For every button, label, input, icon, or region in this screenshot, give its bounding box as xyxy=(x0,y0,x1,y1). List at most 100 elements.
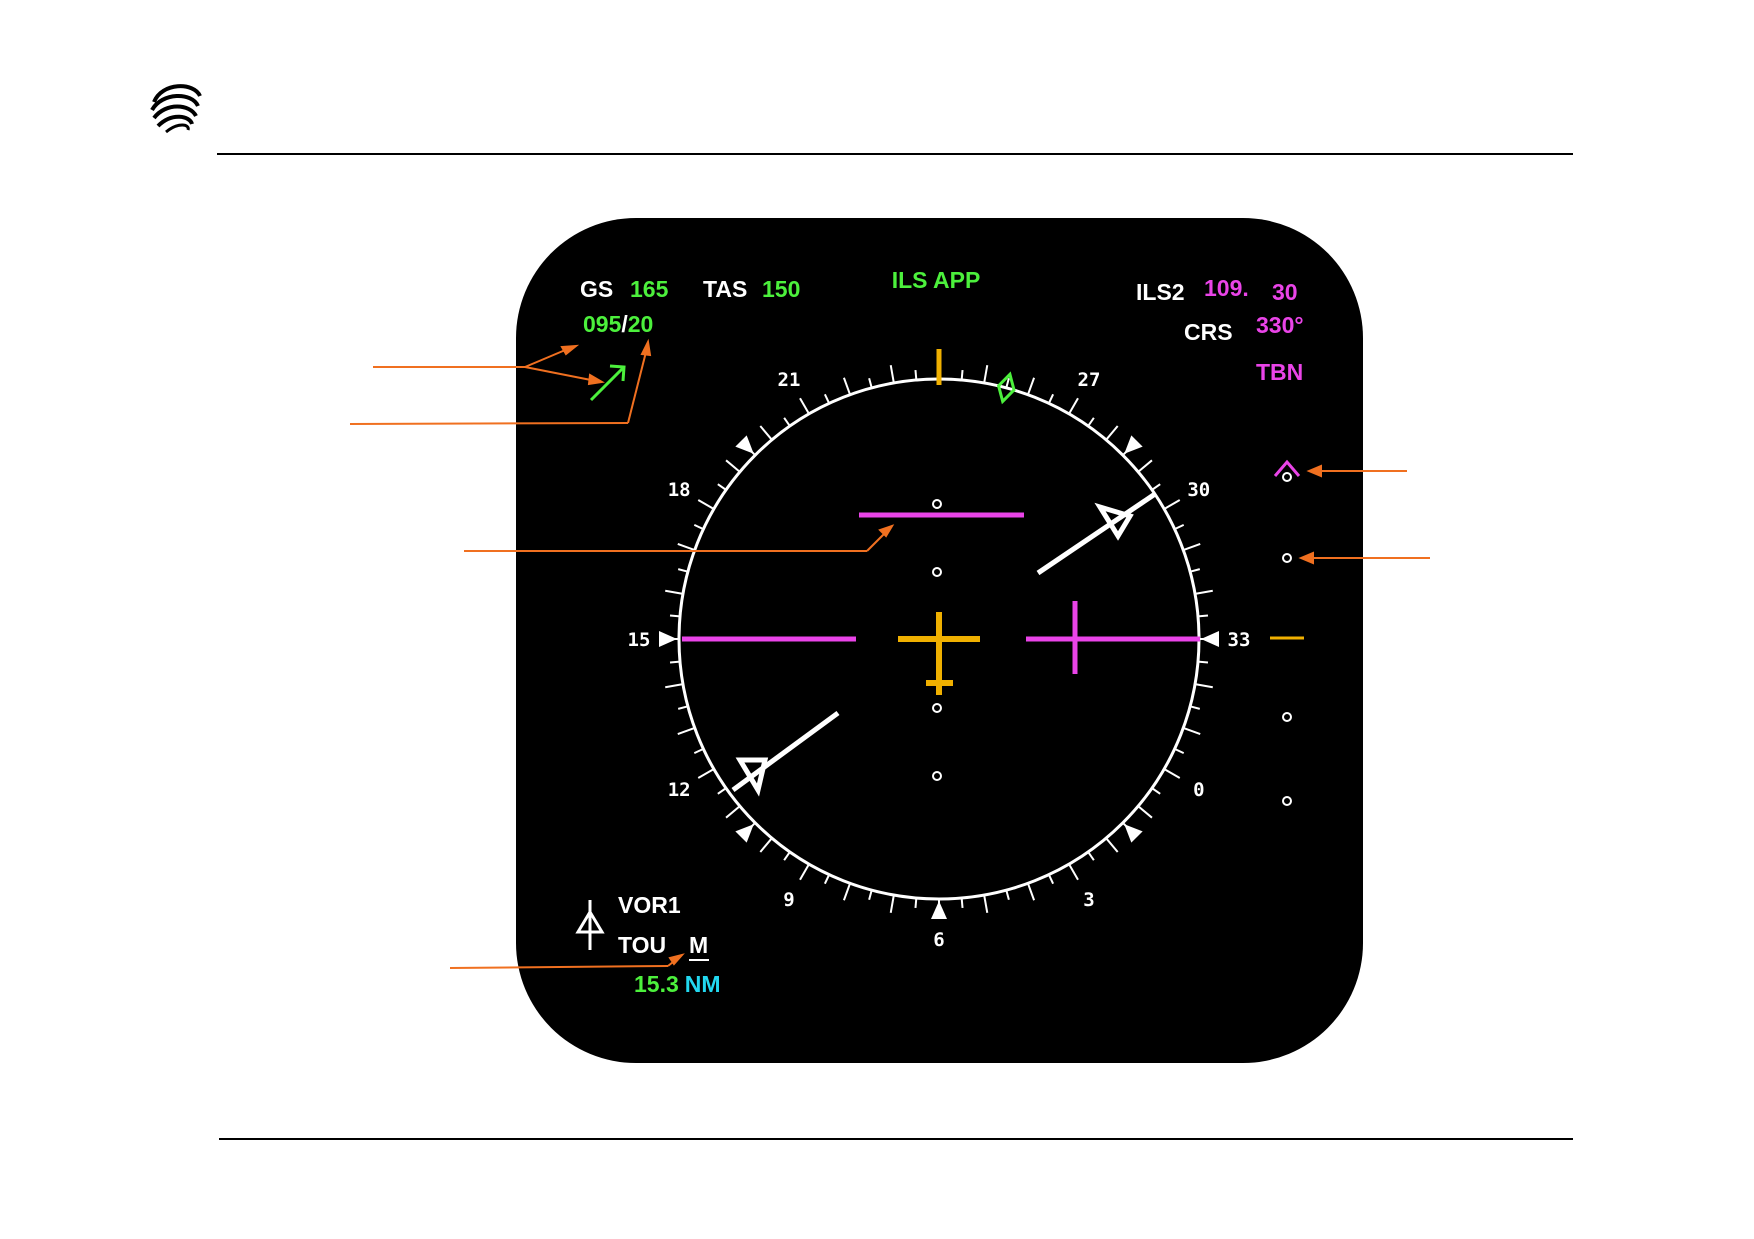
compass-tick xyxy=(823,874,831,885)
wind-readout: 095/20 xyxy=(583,311,653,337)
compass-tick xyxy=(1105,425,1119,441)
aircraft-symbol-icon xyxy=(898,612,980,695)
compass-tick xyxy=(717,483,727,491)
vor-symbol-icon xyxy=(575,900,605,950)
compass-tick xyxy=(868,889,873,901)
compass-tick xyxy=(677,705,689,710)
station-ident: TBN xyxy=(1256,359,1303,385)
compass-label: 3 xyxy=(1083,889,1094,911)
compass-tick xyxy=(1151,787,1161,795)
annotation-leaders xyxy=(349,338,1430,969)
compass-tick xyxy=(759,425,773,441)
compass-index-mark xyxy=(1124,824,1143,843)
compass-tick xyxy=(889,894,895,913)
compass-tick xyxy=(1174,747,1185,755)
compass-tick xyxy=(1026,882,1036,901)
compass-tick xyxy=(914,897,918,909)
compass-tick xyxy=(1047,393,1055,404)
compass-tick xyxy=(842,377,852,396)
compass-tick xyxy=(1182,726,1201,736)
compass-tick xyxy=(1005,377,1010,389)
compass-label: 33 xyxy=(1228,629,1251,651)
crs-value: 330° xyxy=(1256,312,1304,338)
compass-tick xyxy=(783,851,791,861)
compass-tick xyxy=(983,365,989,384)
vor-bearing-tail-icon xyxy=(731,710,840,797)
compass-tick xyxy=(665,683,684,689)
tas-label: TAS xyxy=(703,276,747,302)
compass-tick xyxy=(889,365,895,384)
tas-value: 150 xyxy=(762,276,800,302)
compass-tick xyxy=(799,863,810,881)
compass-tick xyxy=(725,805,741,819)
compass-tick xyxy=(665,589,684,595)
compass-tick xyxy=(1068,863,1079,881)
compass-tick xyxy=(725,459,741,473)
compass-index-mark xyxy=(659,631,677,647)
compass-label: 15 xyxy=(628,629,651,651)
vor-bearing-pointer-icon xyxy=(1036,491,1157,576)
compass-tick xyxy=(1105,837,1119,853)
compass-label: 18 xyxy=(668,479,691,501)
gs-label: GS xyxy=(580,276,613,302)
compass-tick xyxy=(1068,397,1079,415)
compass-tick xyxy=(669,614,681,618)
compass-tick xyxy=(1182,542,1201,552)
compass-index-mark xyxy=(931,901,947,919)
compass-tick xyxy=(677,726,696,736)
compass-tick xyxy=(1194,589,1213,595)
heading-bug-diamond-icon xyxy=(996,371,1016,405)
frequency-dec: 30 xyxy=(1272,279,1298,305)
compass-tick xyxy=(960,369,964,381)
compass-tick xyxy=(1005,889,1010,901)
compass-tick xyxy=(868,377,873,389)
compass-tick xyxy=(669,660,681,664)
compass-tick xyxy=(693,747,704,755)
crs-label: CRS xyxy=(1184,319,1233,345)
compass-label: 0 xyxy=(1193,779,1204,801)
compass-tick xyxy=(1137,805,1153,819)
compass-label: 12 xyxy=(668,779,691,801)
compass-tick xyxy=(960,897,964,909)
compass-tick xyxy=(759,837,773,853)
compass-tick xyxy=(799,397,810,415)
compass-label: 30 xyxy=(1187,479,1210,501)
mode-flag: M xyxy=(689,932,708,958)
swirl-logo-icon xyxy=(150,84,202,134)
compass-tick xyxy=(1087,417,1095,427)
compass-tick xyxy=(1137,459,1153,473)
compass-tick xyxy=(693,523,704,531)
compass-tick xyxy=(1026,377,1036,396)
deviation-scale xyxy=(932,499,942,781)
compass-tick xyxy=(677,542,696,552)
wind-arrow-icon xyxy=(589,364,626,402)
compass-index-mark xyxy=(1124,435,1143,454)
compass-label: 21 xyxy=(778,369,801,391)
compass-index-mark xyxy=(735,824,754,843)
vertical-deviation-scale xyxy=(1270,459,1304,806)
compass-label: 9 xyxy=(783,889,794,911)
compass-tick xyxy=(1197,614,1209,618)
compass-label: 27 xyxy=(1078,369,1101,391)
compass-label: 6 xyxy=(933,929,944,951)
receiver-label: ILS2 xyxy=(1136,279,1185,305)
compass-tick xyxy=(1194,683,1213,689)
compass-tick xyxy=(914,369,918,381)
compass-tick xyxy=(717,787,727,795)
compass-tick xyxy=(1189,705,1201,710)
compass-tick xyxy=(1087,851,1095,861)
compass-tick xyxy=(983,894,989,913)
approach-mode: ILS APP xyxy=(892,267,981,293)
compass-tick xyxy=(1047,874,1055,885)
compass-tick xyxy=(1163,499,1181,510)
gs-value: 165 xyxy=(630,276,669,302)
navaid-label: VOR1 xyxy=(618,892,681,918)
compass-tick xyxy=(677,568,689,573)
compass-tick xyxy=(1174,523,1185,531)
compass-index-mark xyxy=(735,435,754,454)
compass-tick xyxy=(842,882,852,901)
compass-tick xyxy=(1163,768,1181,779)
compass-tick xyxy=(783,417,791,427)
